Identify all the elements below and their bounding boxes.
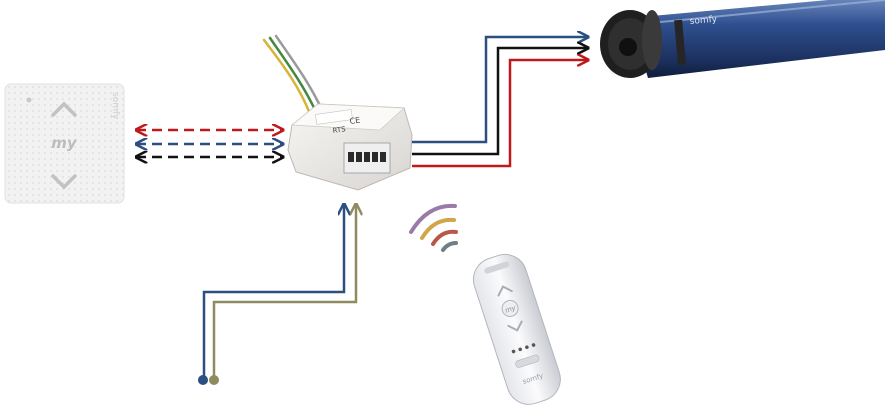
receiver-marking-rts: RTS bbox=[332, 125, 347, 135]
radio-link-arrows bbox=[136, 130, 283, 157]
input-wire-olive bbox=[212, 204, 356, 380]
output-wire-red bbox=[412, 60, 588, 168]
wall-switch-brand: somfy bbox=[110, 92, 120, 120]
receiver-marking-ce: CE bbox=[349, 116, 361, 126]
remote-my-label: my bbox=[504, 304, 518, 315]
wall-switch[interactable]: my somfy bbox=[4, 83, 125, 204]
output-wire-black bbox=[412, 48, 588, 156]
receiver-module[interactable]: CE RTS bbox=[262, 34, 413, 191]
wireless-signal-icon bbox=[409, 203, 458, 252]
tubular-motor[interactable]: somfy bbox=[600, 0, 885, 78]
remote-select-button[interactable] bbox=[515, 354, 540, 368]
indicator-dot-icon bbox=[26, 97, 32, 103]
remote-my-button[interactable] bbox=[500, 298, 520, 318]
motor-brand: somfy bbox=[689, 15, 718, 27]
input-wire-blue bbox=[202, 204, 344, 380]
terminal-block bbox=[343, 142, 391, 174]
remote-channel-dots bbox=[511, 343, 536, 354]
terminal-dot-olive bbox=[209, 375, 219, 385]
chevron-up-icon bbox=[51, 101, 77, 117]
receiver-wires bbox=[262, 34, 324, 116]
handheld-remote[interactable]: my somfy bbox=[468, 249, 566, 410]
output-wire-blue bbox=[412, 37, 588, 144]
terminal-dot-blue bbox=[198, 375, 208, 385]
motor-output-wires bbox=[412, 37, 588, 168]
chevron-down-icon bbox=[51, 174, 77, 190]
my-button-label: my bbox=[51, 134, 78, 152]
power-input-wires bbox=[198, 204, 356, 385]
remote-chevron-down-icon bbox=[507, 320, 523, 332]
remote-chevron-up-icon bbox=[497, 285, 513, 297]
